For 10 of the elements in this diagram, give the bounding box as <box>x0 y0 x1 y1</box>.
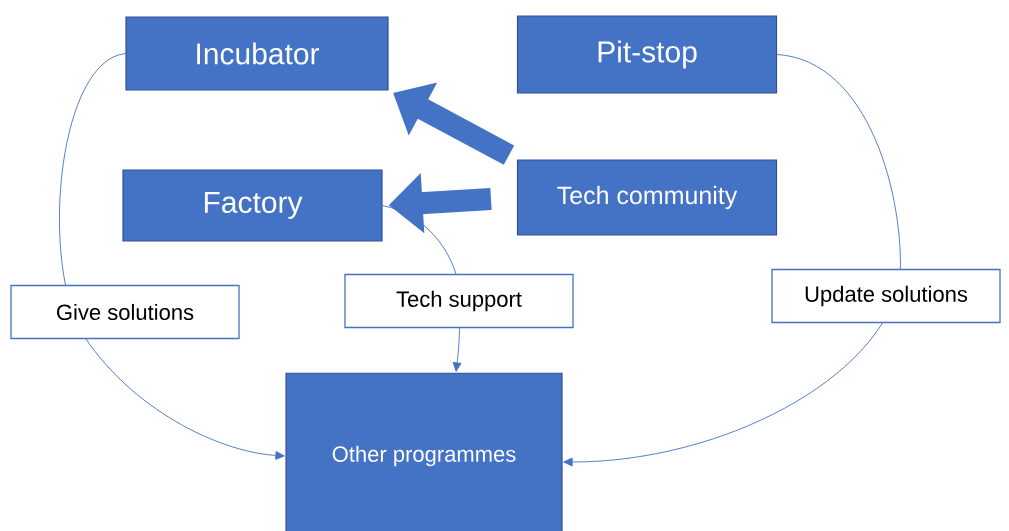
curved-arrow <box>59 53 285 460</box>
edge-label: Tech support <box>344 273 574 329</box>
process-box: Pit-stop <box>516 15 778 94</box>
process-box: Other programmes <box>285 372 563 531</box>
edge-label: Update solutions <box>771 268 1001 324</box>
process-box: Incubator <box>125 16 389 91</box>
edge-label: Give solutions <box>10 284 240 340</box>
process-box: Tech community <box>516 159 778 236</box>
curved-arrow <box>563 54 901 467</box>
process-box: Factory <box>122 169 383 242</box>
